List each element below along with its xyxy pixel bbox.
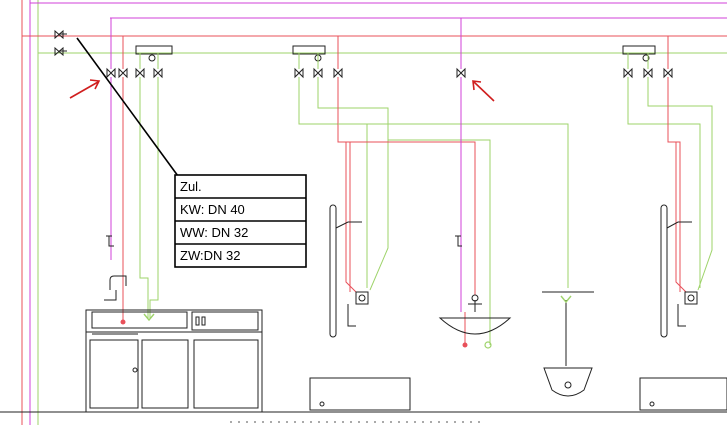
pipe-size-label-box [174,174,307,268]
marker-arrows [69,79,495,102]
circulation-valve [456,18,466,79]
bathtub-1 [309,377,411,411]
main-shutoff-valves [54,29,67,57]
washbasin-fixture [438,294,512,335]
label-circulation-size: ZW:DN 32 [180,248,241,263]
sink-hot-outlet [120,319,126,325]
label-box-title: Zul. [180,179,202,194]
branch-manifold-3 [622,36,673,79]
shower-2-fixture [660,204,698,338]
main-pipe-lines [22,2,727,54]
washbasin-branch-pipes [338,77,569,345]
sink-branch-pipes [110,77,159,322]
branch-manifold-2 [292,36,343,79]
riser-lines-left [21,0,39,425]
label-hot-water-size: WW: DN 32 [180,225,249,240]
washbasin-cold-outlet [484,341,492,349]
faucet-symbol-1 [106,235,114,247]
urinal-fixture [542,291,594,397]
kitchen-sink-cabinet [80,275,268,413]
washbasin-hot-outlet [462,342,468,348]
sink-cold-outlet [143,313,155,322]
urinal-cold-outlet [560,295,572,304]
faucet-symbol-2 [455,235,462,247]
label-cold-water-size: KW: DN 40 [180,202,245,217]
shower-2-branch-pipes [627,77,713,293]
shower-1-branch-pipes [298,77,389,293]
leader-line [76,37,179,177]
bathtub-2 [639,377,727,411]
branch-manifold-1 [106,18,173,79]
shower-1-fixture [329,204,369,338]
